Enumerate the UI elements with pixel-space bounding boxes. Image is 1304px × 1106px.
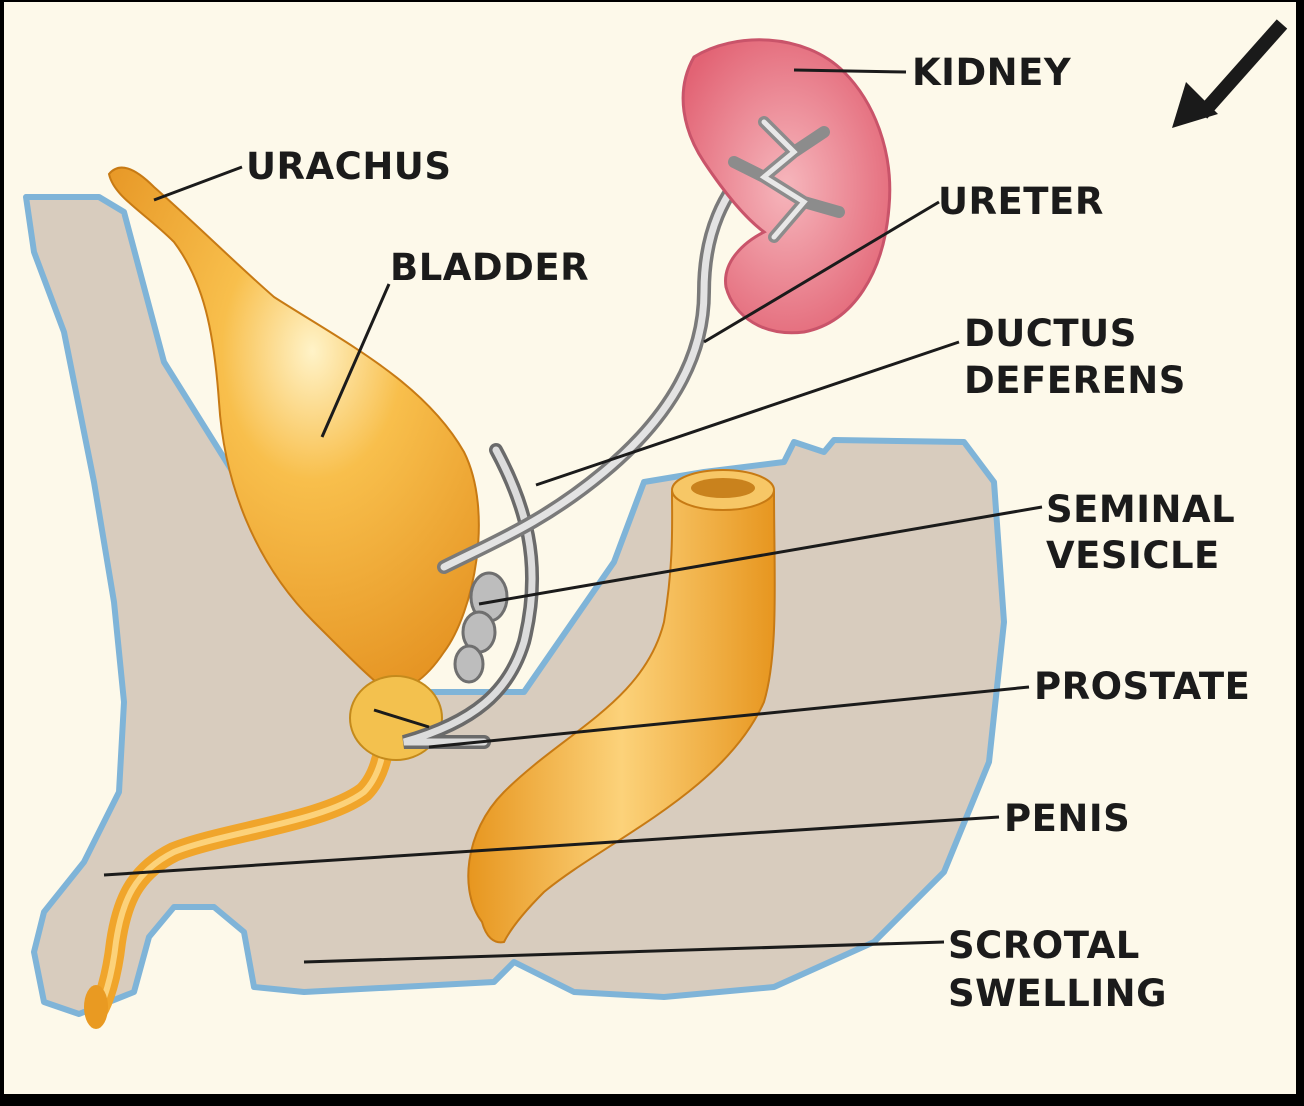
label-kidney: KIDNEY	[912, 51, 1072, 94]
anatomy-diagram: KIDNEY URACHUS URETER BLADDER DUCTUS DEF…	[4, 2, 1296, 1094]
label-penis: PENIS	[1004, 797, 1130, 840]
label-vesicle: VESICLE	[1046, 534, 1220, 577]
label-deferens: DEFERENS	[964, 359, 1186, 402]
arrow-down-left-icon	[1172, 24, 1282, 128]
label-swelling: SWELLING	[948, 972, 1167, 1015]
label-ductus: DUCTUS	[964, 312, 1137, 355]
label-scrotal: SCROTAL	[948, 924, 1140, 967]
label-bladder: BLADDER	[390, 246, 589, 289]
label-seminal: SEMINAL	[1046, 488, 1235, 531]
diagram-canvas: KIDNEY URACHUS URETER BLADDER DUCTUS DEF…	[4, 2, 1296, 1094]
label-urachus: URACHUS	[246, 145, 451, 188]
label-prostate: PROSTATE	[1034, 665, 1250, 708]
kidney-organ	[683, 40, 890, 333]
label-ureter: URETER	[938, 180, 1104, 223]
